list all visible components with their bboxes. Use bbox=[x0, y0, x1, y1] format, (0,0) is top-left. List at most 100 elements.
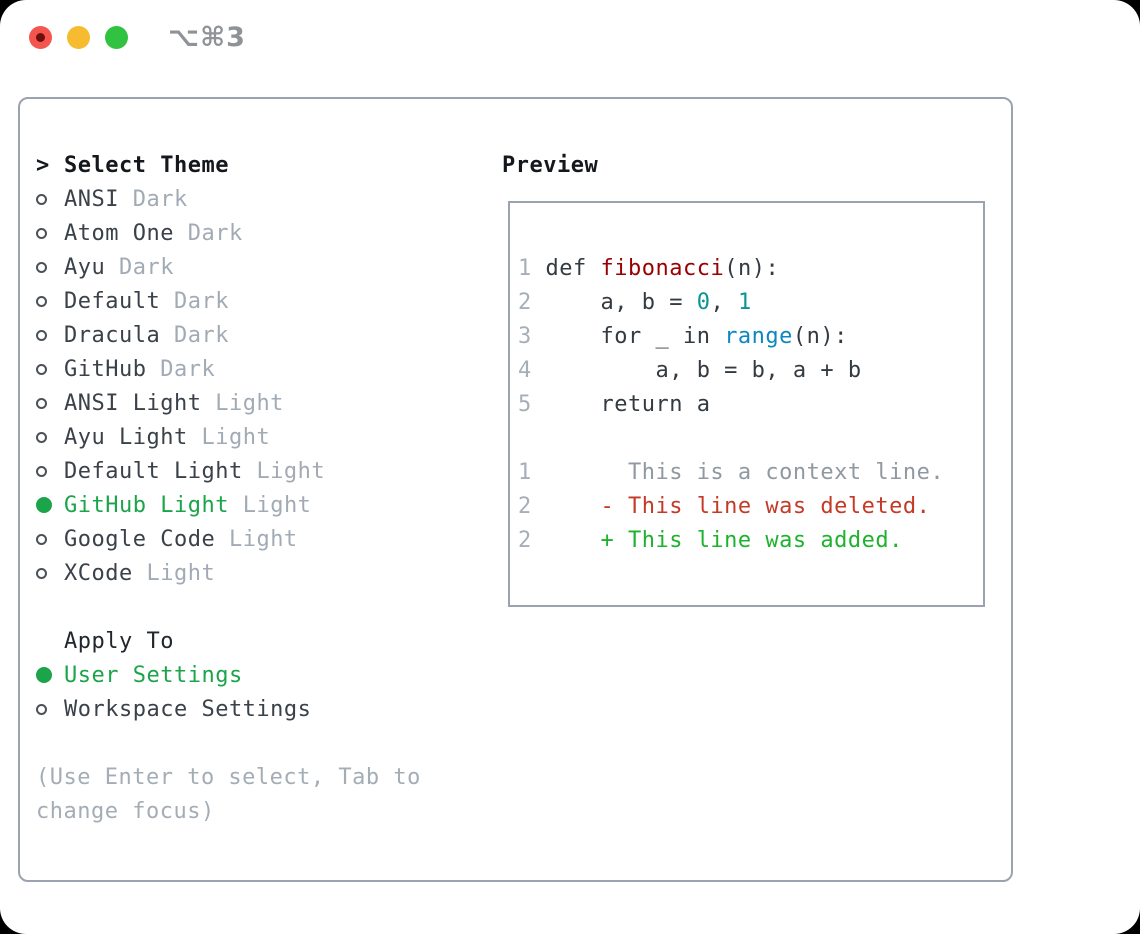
theme-name: Ayu bbox=[64, 254, 106, 280]
line-number: 1 bbox=[518, 255, 532, 281]
token-number: 0 bbox=[696, 289, 711, 315]
radio-unselected-icon bbox=[36, 363, 64, 375]
apply-to-label: Apply To bbox=[64, 628, 174, 654]
theme-option-xcode[interactable]: XCode Light bbox=[36, 556, 421, 590]
code-line: 2 - This line was deleted. bbox=[518, 489, 983, 523]
record-dot-icon bbox=[36, 33, 45, 42]
theme-variant: Dark bbox=[132, 186, 188, 212]
close-button[interactable] bbox=[29, 26, 52, 49]
radio-unselected-icon bbox=[36, 397, 64, 409]
theme-variant: Light bbox=[228, 526, 298, 552]
select-theme-label: Select Theme bbox=[64, 152, 229, 178]
theme-name: ANSI Light bbox=[64, 390, 202, 416]
apply-option-label: Workspace Settings bbox=[64, 696, 312, 722]
theme-name: GitHub Light bbox=[64, 492, 229, 518]
token-title: fibonacci bbox=[600, 255, 725, 281]
line-number: 2 bbox=[518, 493, 532, 519]
token-plain: return a bbox=[531, 391, 711, 417]
window-title: ⌥⌘3 bbox=[168, 22, 246, 53]
preview-title: Preview bbox=[502, 152, 599, 178]
line-number: 5 bbox=[518, 391, 532, 417]
hint-line-2: change focus) bbox=[36, 798, 215, 824]
theme-option-github-light[interactable]: GitHub Light Light bbox=[36, 488, 421, 522]
maximize-button[interactable] bbox=[105, 26, 128, 49]
token-plain: (n): bbox=[724, 255, 780, 281]
line-number: 3 bbox=[518, 323, 532, 349]
code-line bbox=[518, 421, 983, 455]
theme-option-ansi-light[interactable]: ANSI Light Light bbox=[36, 386, 421, 420]
token-deleted: - This line was deleted. bbox=[531, 493, 931, 519]
token-context: This is a context line. bbox=[531, 459, 945, 485]
token-plain: , bbox=[710, 289, 738, 315]
theme-option-ayu[interactable]: Ayu Dark bbox=[36, 250, 421, 284]
theme-variant: Light bbox=[242, 492, 312, 518]
theme-name: Dracula bbox=[64, 322, 161, 348]
theme-variant: Dark bbox=[173, 322, 229, 348]
code-line: 1 def fibonacci(n): bbox=[518, 251, 983, 285]
theme-option-ayu-light[interactable]: Ayu Light Light bbox=[36, 420, 421, 454]
theme-name: Google Code bbox=[64, 526, 216, 552]
apply-option-label: User Settings bbox=[64, 662, 243, 688]
theme-variant: Dark bbox=[160, 356, 216, 382]
hint-line-1: (Use Enter to select, Tab to bbox=[36, 764, 421, 790]
minimize-button[interactable] bbox=[67, 26, 90, 49]
theme-name: ANSI bbox=[64, 186, 119, 212]
theme-option-default[interactable]: Default Dark bbox=[36, 284, 421, 318]
radio-selected-icon bbox=[36, 667, 64, 683]
radio-unselected-icon bbox=[36, 227, 64, 239]
theme-option-atom-one[interactable]: Atom One Dark bbox=[36, 216, 421, 250]
theme-variant: Light bbox=[215, 390, 284, 416]
theme-variant: Light bbox=[201, 424, 271, 450]
radio-unselected-icon bbox=[36, 431, 64, 443]
apply-option-workspace-settings[interactable]: Workspace Settings bbox=[36, 692, 421, 726]
theme-name: Ayu Light bbox=[64, 424, 188, 450]
theme-name: XCode bbox=[64, 560, 133, 586]
radio-unselected-icon bbox=[36, 465, 64, 477]
code-line: 2 a, b = 0, 1 bbox=[518, 285, 983, 319]
spacer-row bbox=[36, 726, 421, 760]
code-line: 1 This is a context line. bbox=[518, 455, 983, 489]
radio-unselected-icon bbox=[36, 329, 64, 341]
theme-option-ansi[interactable]: ANSI Dark bbox=[36, 182, 421, 216]
radio-unselected-icon bbox=[36, 567, 64, 579]
apply-option-user-settings[interactable]: User Settings bbox=[36, 658, 421, 692]
token-builtin: range bbox=[724, 323, 793, 349]
line-number: 2 bbox=[518, 527, 532, 553]
theme-variant: Dark bbox=[187, 220, 243, 246]
line-number: 1 bbox=[518, 459, 532, 485]
theme-variant: Dark bbox=[119, 254, 174, 280]
prompt-icon: > bbox=[36, 152, 50, 178]
token-added: + This line was added. bbox=[531, 527, 903, 553]
code-line: 4 a, b = b, a + b bbox=[518, 353, 983, 387]
code-line: 3 for _ in range(n): bbox=[518, 319, 983, 353]
theme-option-default-light[interactable]: Default Light Light bbox=[36, 454, 421, 488]
radio-selected-icon bbox=[36, 497, 64, 513]
token-number: 1 bbox=[737, 289, 752, 315]
theme-name: Default bbox=[64, 288, 161, 314]
radio-unselected-icon bbox=[36, 193, 64, 205]
token-plain: a, b = bbox=[531, 289, 697, 315]
theme-option-google-code[interactable]: Google Code Light bbox=[36, 522, 421, 556]
theme-option-dracula[interactable]: Dracula Dark bbox=[36, 318, 421, 352]
radio-unselected-icon bbox=[36, 533, 64, 545]
radio-unselected-icon bbox=[36, 703, 64, 715]
theme-variant: Light bbox=[146, 560, 216, 586]
titlebar: ⌥⌘3 bbox=[0, 0, 1140, 75]
radio-unselected-icon bbox=[36, 261, 64, 273]
theme-name: Default Light bbox=[64, 458, 243, 484]
code-line: 2 + This line was added. bbox=[518, 523, 983, 557]
theme-variant: Light bbox=[256, 458, 326, 484]
token-plain: (n): bbox=[792, 323, 848, 349]
line-number: 4 bbox=[518, 357, 532, 383]
select-theme-header: > Select Theme bbox=[36, 148, 421, 182]
apply-to-header: Apply To bbox=[36, 624, 421, 658]
token-plain: for _ in bbox=[531, 323, 725, 349]
radio-unselected-icon bbox=[36, 295, 64, 307]
token-plain: a, b = b, a + b bbox=[531, 357, 862, 383]
theme-option-github[interactable]: GitHub Dark bbox=[36, 352, 421, 386]
